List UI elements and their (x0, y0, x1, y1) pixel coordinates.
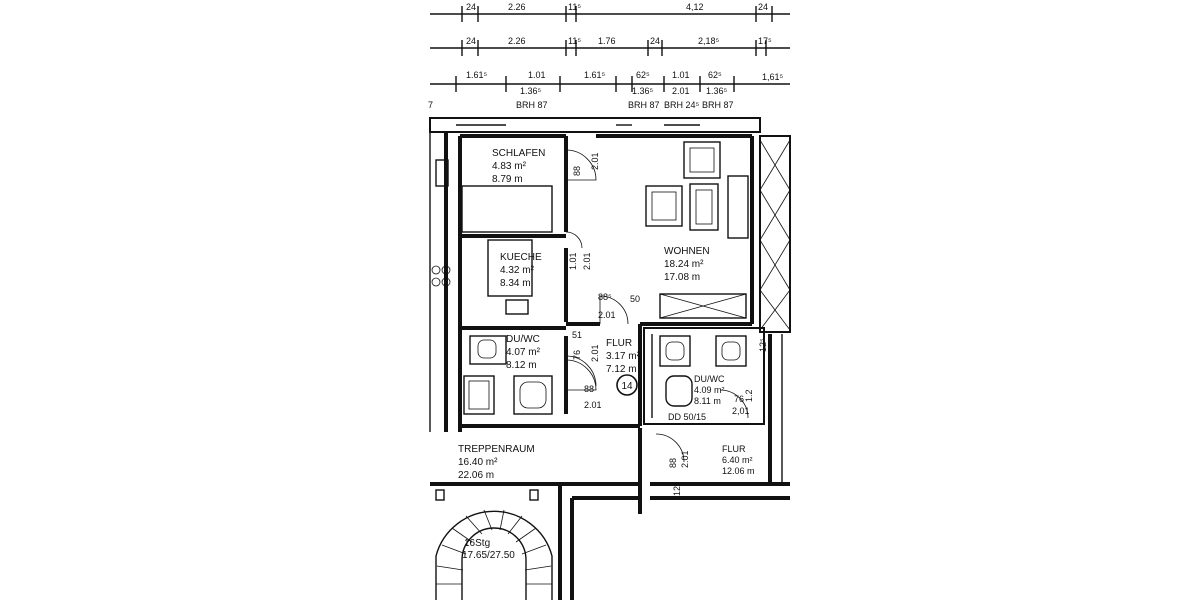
unit-number-badge: 14 (616, 374, 638, 396)
room-name: DU/WC (506, 334, 540, 345)
dim-r2-1: 24 (466, 36, 476, 46)
room-area: 18.24 m² (664, 259, 704, 270)
dim-r3-sub-1: 1.36⁵ (520, 86, 542, 96)
dim-r2-5: 24 (650, 36, 660, 46)
room-area: 4.83 m² (492, 161, 527, 172)
dim-r3-sub-4: 1.36⁵ (706, 86, 728, 96)
label-duwc-left-w: 88 (584, 384, 594, 394)
label-kueche-w: 1.01 (568, 252, 578, 270)
room-area: 4.09 m² (694, 385, 725, 395)
room-name: FLUR (722, 444, 746, 454)
label-flur-right-w: 88 (668, 458, 678, 468)
dim-r1-4: 4,12 (686, 2, 704, 12)
door-labels: 88 2.01 1.01 2.01 88⁵ 2.01 50 76 2.01 51… (568, 152, 768, 496)
dim-r1-5: 24 (758, 2, 768, 12)
room-perimeter: 8.12 m (506, 360, 537, 371)
room-name: SCHLAFEN (492, 148, 545, 159)
dimension-lines (430, 6, 790, 92)
label-wohnen-w: 88⁵ (598, 292, 612, 302)
label-wohnen-gap: 50 (630, 294, 640, 304)
room-perimeter: 22.06 m (458, 470, 494, 481)
dim-r3-2: 1.01 (528, 70, 546, 80)
room-name: KUECHE (500, 252, 542, 263)
dim-r3-7: 1,61⁵ (762, 72, 784, 82)
dim-r2-2: 2.26 (508, 36, 526, 46)
furniture (431, 141, 749, 415)
label-bottom-edge: 12⁵ (672, 482, 682, 496)
stair-ratio: 17.65/27.50 (462, 550, 515, 561)
dim-r3-5: 1.01 (672, 70, 690, 80)
unit-number: 14 (621, 381, 633, 392)
room-kueche: KUECHE 4.32 m² 8.34 m (500, 252, 542, 289)
label-schlafen-w: 88 (572, 166, 582, 176)
brh-2: BRH 87 (628, 100, 660, 110)
label-right-edge: 12⁵ (758, 338, 768, 352)
label-dd: DD 50/15 (668, 412, 706, 422)
room-area: 4.07 m² (506, 347, 541, 358)
room-perimeter: 8.11 m (694, 396, 721, 406)
dim-r1-2: 2.26 (508, 2, 526, 12)
brh-4: BRH 87 (702, 100, 734, 110)
room-perimeter: 17.08 m (664, 272, 700, 283)
doors (565, 149, 749, 463)
room-perimeter: 12.06 m (722, 466, 755, 476)
dimension-texts: 24 2.26 11⁵ 4,12 24 24 2.26 11⁵ 1.76 24 … (428, 2, 784, 110)
room-perimeter: 8.79 m (492, 174, 523, 185)
room-name: TREPPENRAUM (458, 444, 535, 455)
dim-r2-6: 2,18⁵ (698, 36, 720, 46)
room-area: 4.32 m² (500, 265, 535, 276)
room-flur-right: FLUR 6.40 m² 12.06 m (722, 444, 755, 476)
staircase (435, 489, 553, 600)
dim-r2-3: 11⁵ (568, 36, 581, 46)
dim-r3-3: 1.61⁵ (584, 70, 606, 80)
dim-r3-sub-3: 2.01 (672, 86, 690, 96)
label-kueche-h: 2.01 (582, 252, 592, 270)
dim-r2-7: 17⁵ (758, 36, 772, 46)
stair-label: 16Stg (464, 538, 490, 549)
dim-left-edge: 7 (428, 100, 433, 110)
label-right-col: 1.2 (744, 389, 754, 402)
room-area: 3.17 m² (606, 351, 641, 362)
label-duwc-right-h: 2,01 (732, 406, 750, 416)
room-area: 16.40 m² (458, 457, 498, 468)
label-duwc-right-w: 76 (734, 394, 744, 404)
dim-r3-sub-2: 1.36⁵ (632, 86, 654, 96)
dim-r1-1: 24 (466, 2, 476, 12)
room-duwc-left: DU/WC 4.07 m² 8.12 m (506, 334, 541, 371)
room-duwc-right: DU/WC 4.09 m² 8.11 m (694, 374, 725, 406)
dim-r3-4: 62⁵ (636, 70, 650, 80)
room-perimeter: 7.12 m (606, 364, 637, 375)
label-duwc-left-h: 2.01 (584, 400, 602, 410)
room-treppenraum: TREPPENRAUM 16.40 m² 22.06 m (458, 444, 535, 481)
dim-r1-3: 11⁵ (568, 2, 581, 12)
room-name: FLUR (606, 338, 632, 349)
dim-r2-4: 1.76 (598, 36, 616, 46)
room-schlafen: SCHLAFEN 4.83 m² 8.79 m (492, 148, 545, 185)
stove-icon (431, 265, 451, 287)
brh-3: BRH 24⁵ (664, 100, 700, 110)
label-flur-right-h: 2.01 (680, 450, 690, 468)
dim-r3-6: 62⁵ (708, 70, 722, 80)
room-name: DU/WC (694, 374, 725, 384)
label-schlafen-h: 2.01 (590, 152, 600, 170)
dim-r3-1: 1.61⁵ (466, 70, 488, 80)
walls (429, 117, 791, 600)
label-wohnen-h: 2.01 (598, 310, 616, 320)
label-flur-side: 51 (572, 330, 582, 340)
room-name: WOHNEN (664, 246, 710, 257)
room-area: 6.40 m² (722, 455, 753, 465)
label-flur-w: 76 (572, 350, 582, 360)
brh-1: BRH 87 (516, 100, 548, 110)
room-perimeter: 8.34 m (500, 278, 531, 289)
room-wohnen: WOHNEN 18.24 m² 17.08 m (664, 246, 710, 283)
room-flur-left: FLUR 3.17 m² 7.12 m (606, 338, 641, 375)
label-flur-h: 2.01 (590, 344, 600, 362)
